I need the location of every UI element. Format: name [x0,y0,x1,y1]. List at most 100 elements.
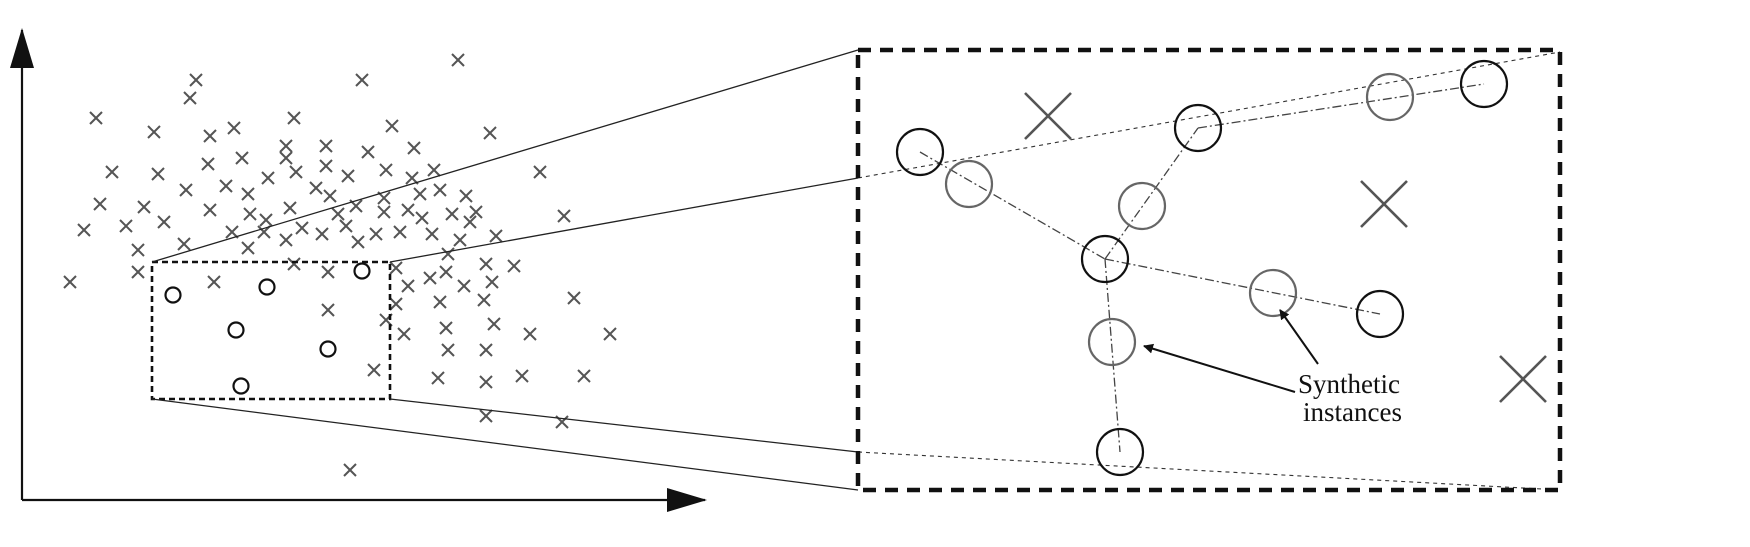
majority-cross-icon [279,139,293,153]
majority-cross-icon [393,225,407,239]
majority-cross-icon [389,297,403,311]
annotation-label-line2: instances [1303,397,1402,427]
majority-cross-icon [341,169,355,183]
majority-cross-icon [189,73,203,87]
minority-instance-icon [1080,234,1130,284]
majority-cross-icon [479,409,493,423]
majority-cross-icon [63,275,77,289]
majority-cross-icon [295,221,309,235]
majority-cross-icon [179,183,193,197]
majority-cross-icon [385,119,399,133]
majority-cross-icon [227,121,241,135]
majority-cross-icon [331,207,345,221]
majority-cross-icon [523,327,537,341]
majority-cross-icon [401,279,415,293]
majority-cross-icon [433,183,447,197]
majority-cross-icon [603,327,617,341]
projection-line-continuation-bottom [857,451,1561,491]
majority-cross-icon [257,225,271,239]
majority-cross-icon [423,271,437,285]
majority-cross-icon [479,375,493,389]
majority-cross-icon [339,219,353,233]
majority-cross-icon [315,227,329,241]
majority-cross-icon [351,235,365,249]
majority-cross-icon [477,293,491,307]
majority-cross-icon [557,209,571,223]
majority-cross-icon [483,126,497,140]
zoom-instances [895,59,1509,477]
majority-cross-icon [321,265,335,279]
majority-cross-icon [93,197,107,211]
majority-cross-icon [1024,92,1072,140]
annotation-arrow-left [1143,343,1296,393]
minority-instance-icon [1355,289,1405,339]
majority-cross-icon [309,181,323,195]
majority-cross-icon [177,237,191,251]
projection-line-continuation-top [857,51,1561,179]
majority-cross-icon [183,91,197,105]
annotation-arrow-right [1279,309,1319,365]
majority-points [63,53,617,477]
zoom-majority-points [1024,92,1547,403]
majority-cross-icon [487,317,501,331]
minority-circle-icon [353,262,371,280]
minority-instance-icon [895,127,945,177]
minority-instance-icon [1095,427,1145,477]
zoom-panel [855,47,1563,493]
majority-cross-icon [463,215,477,229]
majority-cross-icon [137,200,151,214]
minority-circle-icon [319,340,337,358]
majority-cross-icon [151,167,165,181]
synthetic-instance-icon [1365,72,1415,122]
majority-cross-icon [323,189,337,203]
synthetic-instance-icon [1117,181,1167,231]
synthetic-instance-icon [944,159,994,209]
majority-cross-icon [319,159,333,173]
zoom-projection-lines [151,49,1561,491]
minority-instance-icon [1459,59,1509,109]
majority-cross-icon [241,241,255,255]
neighbour-link [919,151,1106,260]
majority-cross-icon [439,265,453,279]
minority-circle-icon [227,321,245,339]
synthetic-instance-icon [1248,268,1298,318]
minority-instance-icon [1173,103,1223,153]
minority-circle-icon [232,377,250,395]
majority-cross-icon [379,163,393,177]
majority-cross-icon [453,233,467,247]
majority-cross-icon [367,363,381,377]
majority-cross-icon [319,139,333,153]
majority-cross-icon [147,125,161,139]
majority-cross-icon [515,369,529,383]
majority-cross-icon [261,171,275,185]
majority-cross-icon [77,223,91,237]
majority-cross-icon [241,187,255,201]
majority-cross-icon [489,229,503,243]
majority-cross-icon [577,369,591,383]
majority-cross-icon [287,257,301,271]
majority-cross-icon [89,111,103,125]
projection-line-top-inner [389,177,859,263]
majority-cross-icon [203,203,217,217]
neighbour-link [1104,258,1381,315]
majority-cross-icon [343,463,357,477]
projection-line-bottom-outer [151,398,859,491]
majority-cross-icon [201,157,215,171]
majority-cross-icon [405,171,419,185]
majority-cross-icon [369,227,383,241]
majority-cross-icon [413,187,427,201]
majority-cross-icon [235,151,249,165]
majority-cross-icon [441,247,455,261]
majority-cross-icon [457,279,471,293]
neighbour-link [1104,127,1199,260]
neighbour-links [919,83,1485,453]
majority-cross-icon [451,53,465,67]
majority-cross-icon [397,327,411,341]
minority-circle-icon [258,278,276,296]
majority-cross-icon [1360,180,1408,228]
majority-cross-icon [445,207,459,221]
majority-cross-icon [355,73,369,87]
majority-cross-icon [243,207,257,221]
majority-cross-icon [119,219,133,233]
